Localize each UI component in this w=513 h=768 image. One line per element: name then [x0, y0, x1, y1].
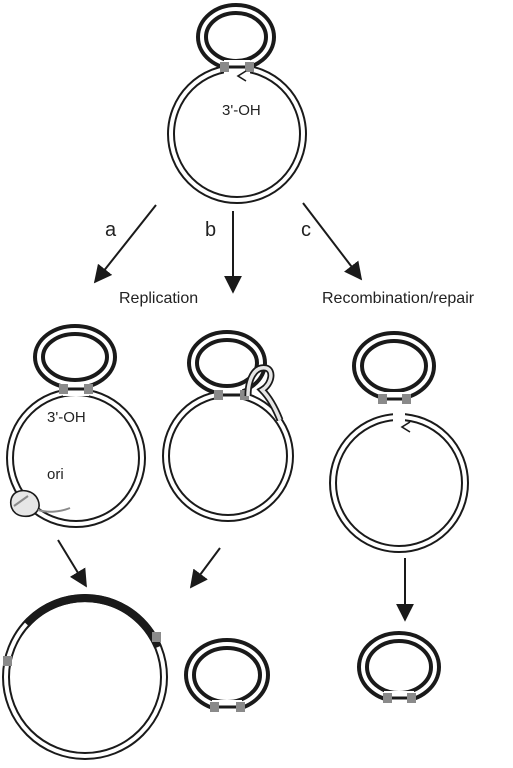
b-junction	[214, 388, 249, 402]
junction-block	[220, 62, 229, 72]
label-top-3-oh: 3'-OH	[222, 102, 261, 119]
junction-block	[3, 656, 12, 666]
b-displaced-strand	[244, 364, 284, 422]
top-large-circle	[167, 64, 307, 204]
junction-block	[378, 394, 387, 404]
label-replication: Replication	[119, 290, 199, 307]
arrow-path-a	[93, 204, 157, 284]
arrow-a-to-product	[57, 539, 87, 588]
junction-block	[210, 702, 219, 712]
arrow-path-c	[302, 202, 363, 281]
junction-block	[383, 693, 392, 703]
donor-segment	[23, 594, 162, 649]
nick-arrow	[236, 70, 247, 82]
product-small-plasmid-b	[184, 638, 270, 714]
a-replication-bubble	[9, 489, 71, 518]
a-junction	[59, 382, 93, 396]
product-cointegrate	[2, 594, 168, 760]
label-ori: ori	[47, 466, 64, 483]
label-recombination-repair: Recombination/repair	[322, 290, 475, 307]
top-small-plasmid	[196, 3, 276, 71]
junction-block	[407, 693, 416, 703]
label-mid-3-oh: 3'-OH	[47, 409, 86, 426]
label-path-b: b	[205, 219, 217, 241]
a-small-plasmid	[33, 324, 117, 390]
label-path-a: a	[105, 219, 117, 241]
label-path-c: c	[301, 219, 311, 241]
b-large-circle	[162, 390, 294, 522]
junction-block	[214, 390, 223, 400]
c-small-plasmid	[352, 331, 436, 401]
arrow-b-to-product	[189, 547, 221, 589]
c-small-junction	[378, 392, 411, 406]
top-junction	[220, 60, 254, 82]
junction-block	[245, 62, 254, 72]
c-large-circle	[329, 410, 469, 553]
junction-block	[240, 390, 249, 400]
junction-block	[59, 384, 68, 394]
junction-block	[402, 394, 411, 404]
junction-block	[236, 702, 245, 712]
junction-block	[152, 632, 161, 642]
product-small-plasmid-c	[357, 631, 441, 705]
nick-arrow	[400, 421, 411, 433]
junction-block	[84, 384, 93, 394]
